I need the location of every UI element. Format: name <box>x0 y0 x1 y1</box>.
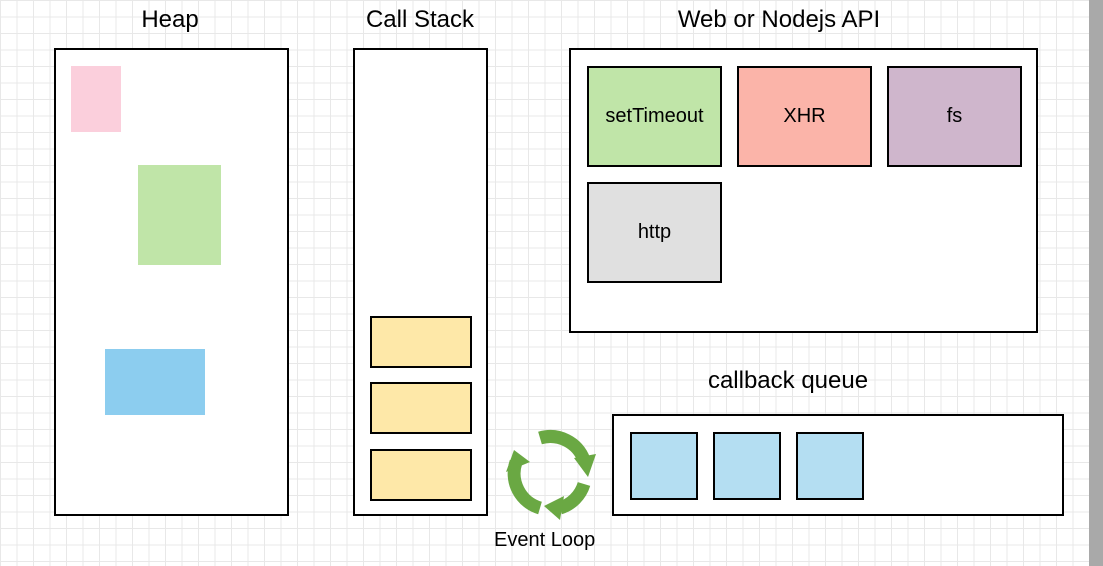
queue-item <box>796 432 864 500</box>
heap-object <box>138 165 221 265</box>
call-stack-title: Call Stack <box>365 6 475 33</box>
heap-title: Heap <box>141 6 199 33</box>
heap-object <box>71 66 121 132</box>
heap-panel <box>54 48 289 516</box>
stack-frame <box>370 449 472 501</box>
callback-queue-title: callback queue <box>707 367 869 394</box>
stack-frame <box>370 316 472 368</box>
api-xhr: XHR <box>737 66 872 167</box>
web-api-title: Web or Nodejs API <box>677 6 881 33</box>
cycle-arrows-icon <box>506 430 596 520</box>
api-settimeout: setTimeout <box>587 66 722 167</box>
web-api-panel: setTimeout XHR fs http <box>569 48 1038 333</box>
queue-item <box>630 432 698 500</box>
callback-queue-panel <box>612 414 1064 516</box>
heap-object <box>105 349 205 415</box>
api-http: http <box>587 182 722 283</box>
api-fs: fs <box>887 66 1022 167</box>
call-stack-panel <box>353 48 488 516</box>
stack-frame <box>370 382 472 434</box>
event-loop-label: Event Loop <box>494 529 596 551</box>
canvas-scrollbar[interactable] <box>1089 0 1103 566</box>
queue-item <box>713 432 781 500</box>
